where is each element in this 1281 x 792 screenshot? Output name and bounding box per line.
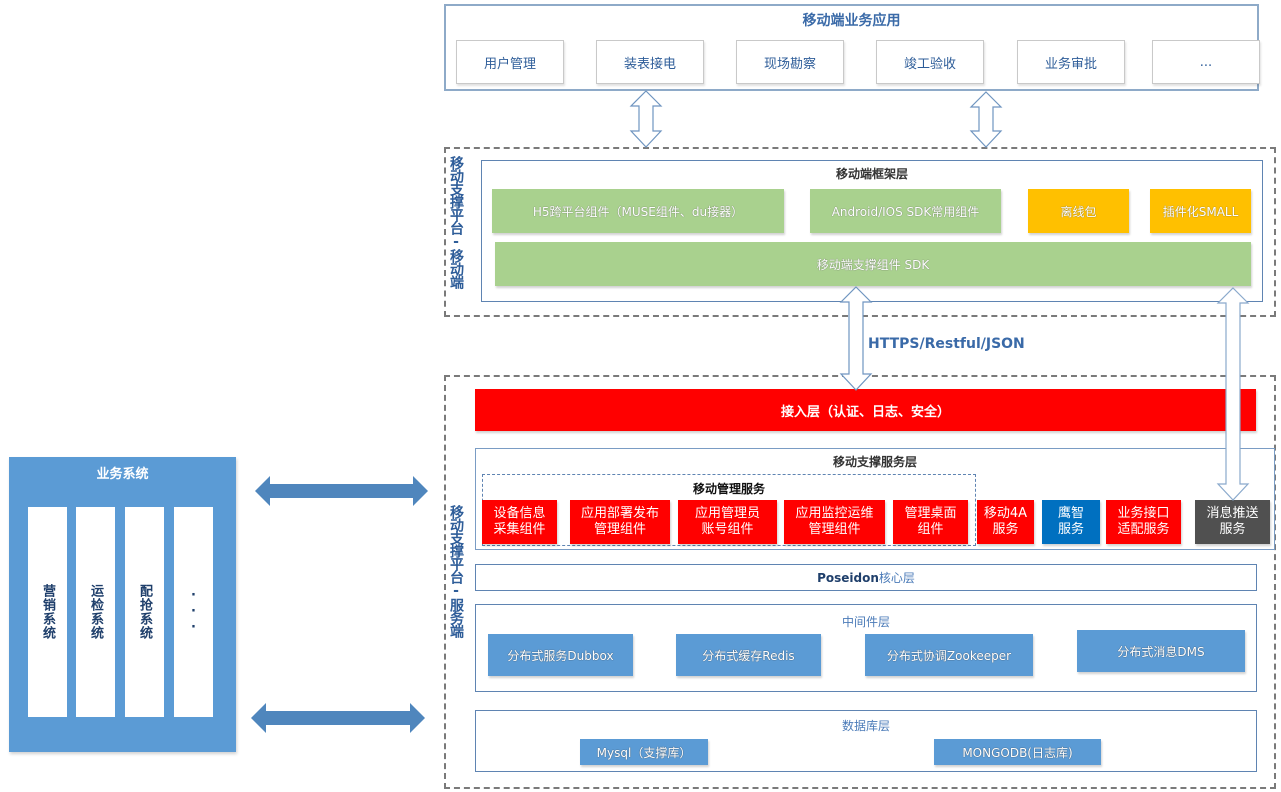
core-layer-prefix: Poseidon bbox=[817, 570, 879, 585]
app-item-user-management[interactable]: 用户管理 bbox=[456, 40, 564, 84]
service-line1: 业务接口 bbox=[1117, 506, 1170, 521]
service-line1: 消息推送 bbox=[1206, 506, 1259, 521]
service-line1: 应用管理员 bbox=[694, 506, 760, 521]
server-platform-side-label: 移动支撑平台-服务端 bbox=[448, 505, 464, 637]
double-arrow-icon bbox=[629, 90, 663, 148]
middleware-redis[interactable]: 分布式缓存Redis bbox=[676, 634, 821, 676]
middleware-zookeeper[interactable]: 分布式协调Zookeeper bbox=[865, 634, 1033, 676]
system-label: 营销系统 bbox=[40, 584, 55, 640]
database-mongodb[interactable]: MONGODB(日志库) bbox=[934, 739, 1101, 765]
android-ios-sdk-component[interactable]: Android/IOS SDK常用组件 bbox=[810, 189, 1001, 233]
mobile-platform-side-label: 移动支撑平台-移动端 bbox=[448, 156, 464, 288]
double-arrow-icon bbox=[251, 703, 425, 733]
service-mgmt-desktop[interactable]: 管理桌面组件 bbox=[893, 500, 968, 544]
support-layer-title: 移动支撑服务层 bbox=[832, 455, 917, 469]
database-layer-title: 数据库层 bbox=[841, 719, 890, 733]
service-line2: 管理组件 bbox=[593, 522, 646, 537]
service-message-push[interactable]: 消息推送服务 bbox=[1195, 500, 1270, 544]
middleware-dubbox[interactable]: 分布式服务Dubbox bbox=[488, 634, 633, 676]
mobile-support-sdk-bar[interactable]: 移动端支撑组件 SDK bbox=[495, 242, 1251, 286]
service-line2: 采集组件 bbox=[493, 522, 546, 537]
service-line1: 应用监控运维 bbox=[795, 506, 874, 521]
app-layer-title: 移动端业务应用 bbox=[802, 13, 901, 29]
mgmt-group-title: 移动管理服务 bbox=[692, 482, 765, 496]
service-device-info[interactable]: 设备信息采集组件 bbox=[482, 500, 557, 544]
service-line1: 应用部署发布 bbox=[580, 506, 659, 521]
service-line2: 组件 bbox=[917, 522, 944, 537]
mobile-business-app-layer: 移动端业务应用 用户管理 装表接电 现场勘察 竣工验收 业务审批 ... bbox=[444, 4, 1260, 91]
protocol-label: HTTPS/Restful/JSON bbox=[868, 336, 1025, 352]
plugin-small-component[interactable]: 插件化SMALL bbox=[1150, 189, 1251, 233]
service-line2: 适配服务 bbox=[1117, 522, 1170, 537]
core-layer-suffix: 核心层 bbox=[878, 571, 915, 585]
business-system-panel: 业务系统 营销系统 运检系统 配抢系统 ··· bbox=[9, 457, 236, 752]
app-item-meter-install[interactable]: 装表接电 bbox=[596, 40, 704, 84]
middleware-layer-title: 中间件层 bbox=[841, 615, 890, 629]
app-item-business-approval[interactable]: 业务审批 bbox=[1017, 40, 1125, 84]
service-line1: 鹰智 bbox=[1057, 506, 1084, 521]
service-app-admin-account[interactable]: 应用管理员账号组件 bbox=[678, 500, 777, 544]
h5-cross-platform-component[interactable]: H5跨平台组件（MUSE组件、du接器） bbox=[492, 189, 784, 233]
service-line2: 账号组件 bbox=[701, 522, 754, 537]
double-arrow-icon bbox=[969, 91, 1003, 148]
business-system-more[interactable]: ··· bbox=[174, 507, 213, 717]
service-line2: 服务 bbox=[1057, 522, 1084, 537]
access-layer[interactable]: 接入层（认证、日志、安全） bbox=[475, 389, 1256, 431]
app-item-completion-acceptance[interactable]: 竣工验收 bbox=[876, 40, 984, 84]
service-line1: 管理桌面 bbox=[904, 506, 957, 521]
business-system-inspection[interactable]: 运检系统 bbox=[76, 507, 115, 717]
service-line1: 移动4A bbox=[983, 506, 1028, 521]
service-app-monitoring[interactable]: 应用监控运维管理组件 bbox=[784, 500, 885, 544]
double-arrow-icon bbox=[255, 476, 428, 506]
middleware-dms[interactable]: 分布式消息DMS bbox=[1077, 630, 1245, 672]
database-mysql[interactable]: Mysql（支撑库） bbox=[580, 739, 708, 765]
service-line2: 服务 bbox=[1219, 522, 1246, 537]
service-app-deploy[interactable]: 应用部署发布管理组件 bbox=[570, 500, 670, 544]
offline-package-component[interactable]: 离线包 bbox=[1028, 189, 1129, 233]
system-label: ··· bbox=[186, 588, 201, 636]
system-label: 配抢系统 bbox=[137, 584, 152, 640]
framework-layer-title: 移动端框架层 bbox=[835, 167, 908, 181]
service-line2: 管理组件 bbox=[808, 522, 861, 537]
business-system-repair[interactable]: 配抢系统 bbox=[125, 507, 164, 717]
app-item-site-survey[interactable]: 现场勘察 bbox=[736, 40, 844, 84]
service-yingzhi[interactable]: 鹰智服务 bbox=[1042, 500, 1100, 544]
app-item-more[interactable]: ... bbox=[1152, 40, 1260, 84]
business-system-title: 业务系统 bbox=[96, 467, 149, 482]
service-business-interface-adapter[interactable]: 业务接口适配服务 bbox=[1106, 500, 1181, 544]
service-line1: 设备信息 bbox=[493, 506, 546, 521]
business-system-marketing[interactable]: 营销系统 bbox=[28, 507, 67, 717]
service-line2: 服务 bbox=[992, 522, 1019, 537]
system-label: 运检系统 bbox=[88, 584, 103, 640]
